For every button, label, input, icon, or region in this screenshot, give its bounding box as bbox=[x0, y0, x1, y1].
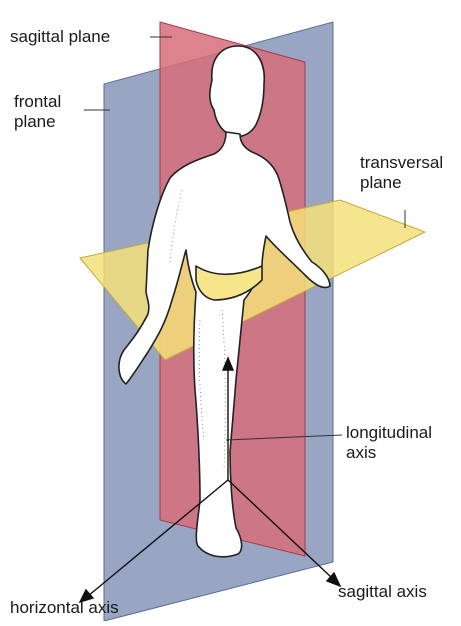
head bbox=[210, 46, 264, 136]
horizontal-axis-label: horizontal axis bbox=[10, 598, 119, 618]
sagittal-plane-label: sagittal plane bbox=[10, 27, 110, 47]
sagittal-axis-label: sagittal axis bbox=[338, 582, 427, 602]
frontal-plane-label: frontal plane bbox=[14, 92, 61, 132]
longitudinal-axis-label: longitudinal axis bbox=[346, 423, 432, 463]
transversal-plane-label: transversal plane bbox=[360, 153, 443, 193]
